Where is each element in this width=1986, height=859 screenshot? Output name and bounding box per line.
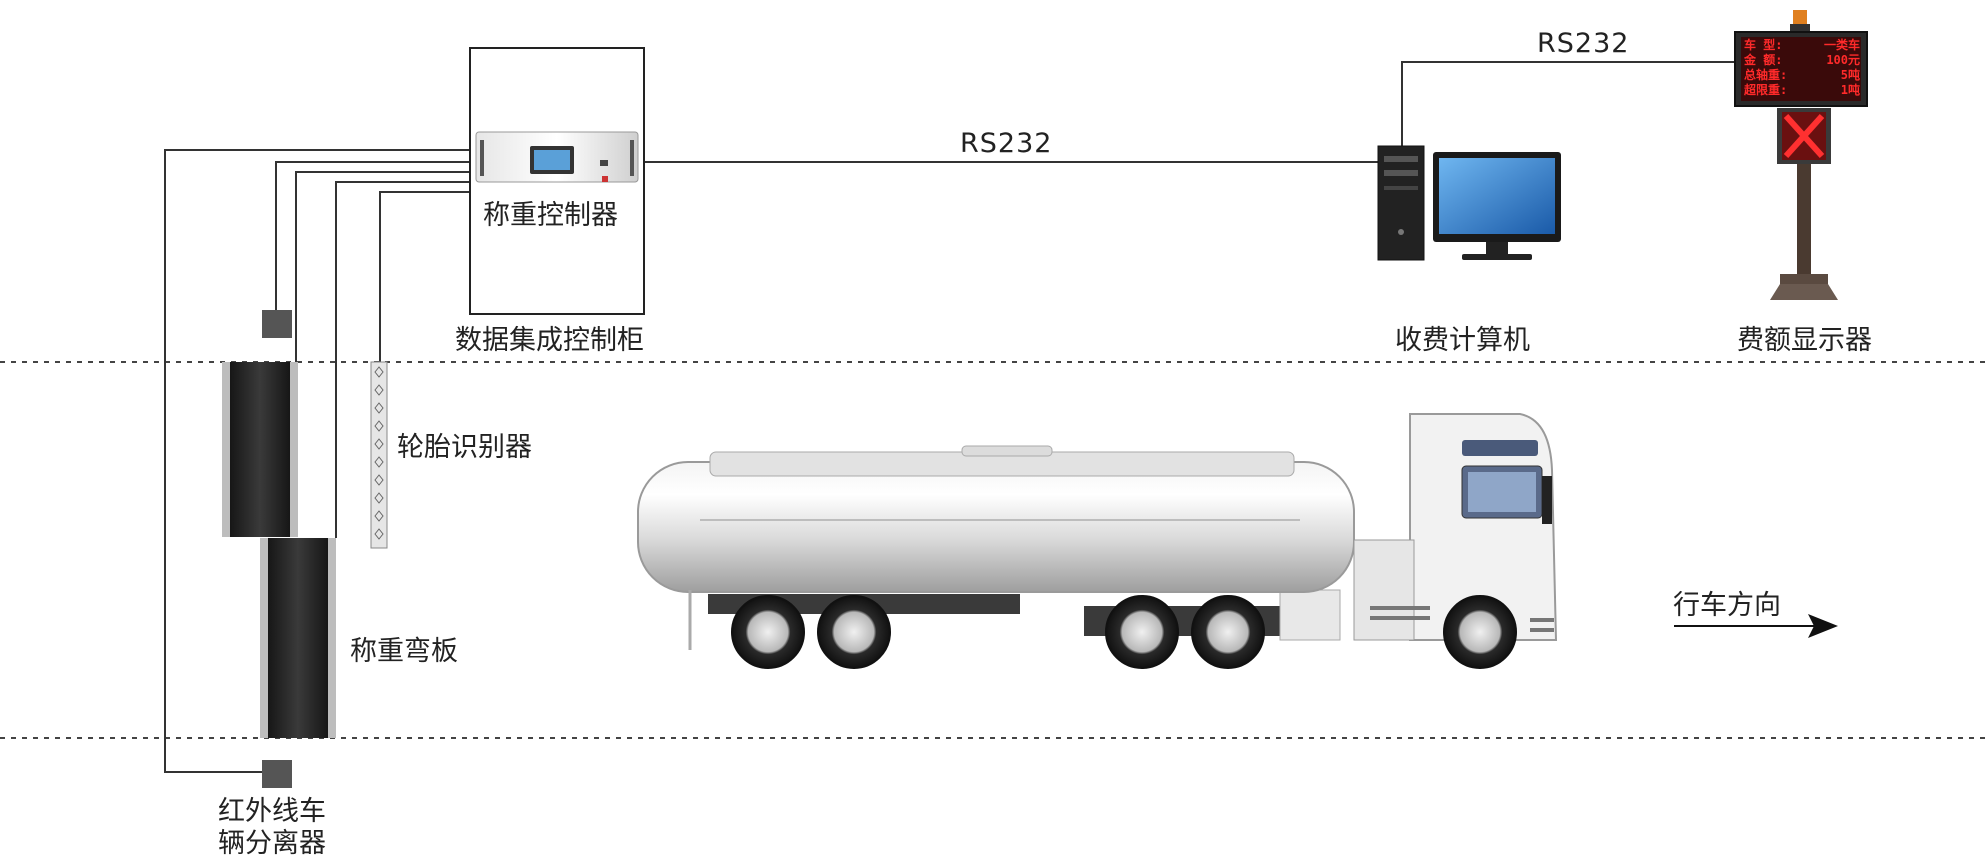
led-row-2-key: 金 额:: [1744, 53, 1783, 67]
fee-display-device: [1734, 10, 1868, 300]
weigh-plate-2: [260, 538, 336, 738]
weigh-plate-1: [222, 362, 298, 537]
tire-sensor-label: 轮胎识别器: [397, 432, 532, 463]
weigh-plate-label: 称重弯板: [350, 636, 458, 667]
rs232-link-label-display: RS232: [1537, 28, 1630, 59]
led-row-1-value: 一类车: [1823, 38, 1860, 52]
rs232-link-label-main: RS232: [960, 128, 1053, 159]
led-row-4-key: 超限重:: [1744, 83, 1788, 97]
led-row-3-value: 5吨: [1840, 68, 1860, 82]
led-panel-text: 车 型: 一类车 金 额: 100元 总轴重: 5吨 超限重: 1吨: [1744, 38, 1860, 100]
ir-separator-label-line1: 红外线车: [218, 796, 326, 827]
led-row-4-value: 1吨: [1840, 83, 1860, 97]
cabinet-label: 数据集成控制柜: [455, 325, 644, 356]
led-row-1-key: 车 型:: [1744, 38, 1783, 52]
weighing-controller: [475, 131, 639, 183]
wiring: [164, 61, 1735, 773]
direction-arrow: [1674, 614, 1838, 638]
ir-sensor-top: [262, 310, 292, 338]
led-row-2-value: 100元: [1826, 53, 1860, 67]
tire-sensor-strip: [370, 361, 388, 549]
computer-label: 收费计算机: [1395, 325, 1530, 356]
billing-computer: [1377, 145, 1561, 261]
direction-label: 行车方向: [1673, 590, 1781, 621]
tanker-truck: [637, 413, 1558, 669]
ir-sensor-bottom: [262, 760, 292, 788]
controller-label: 称重控制器: [483, 200, 618, 231]
ir-separator-label-line2: 辆分离器: [218, 828, 326, 859]
display-label: 费额显示器: [1737, 325, 1872, 356]
led-row-3-key: 总轴重:: [1744, 68, 1788, 82]
